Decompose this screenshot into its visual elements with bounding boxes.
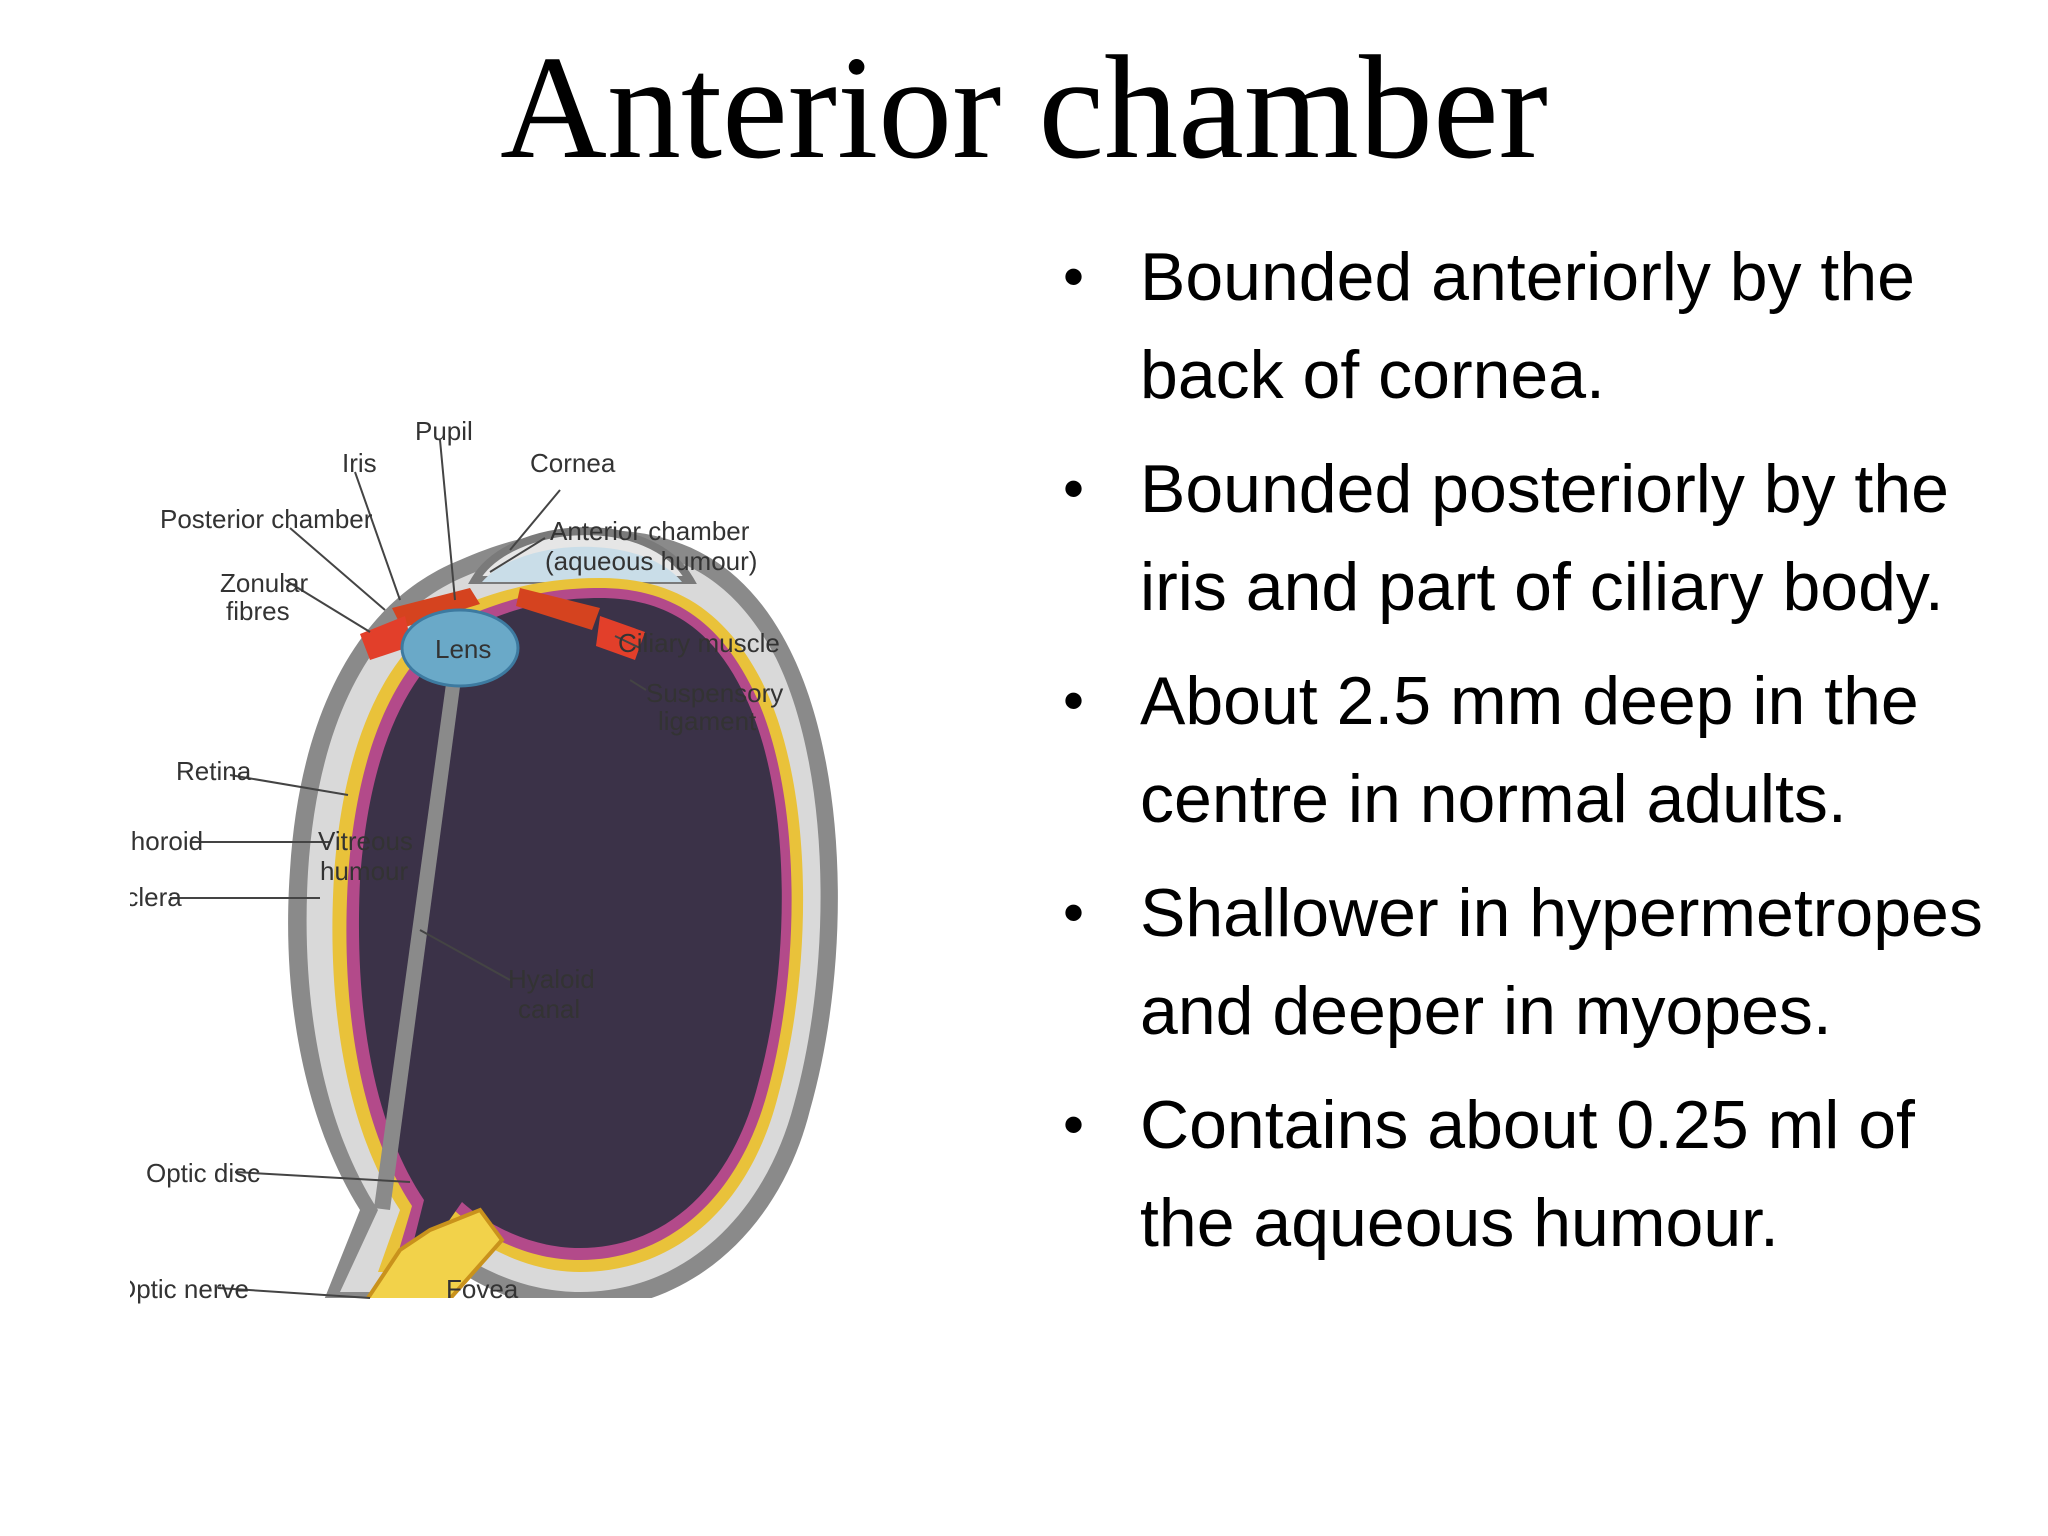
bullet-text: Contains about 0.25 ml of the aqueous hu…	[1140, 1087, 1915, 1261]
bullet-item: • Bounded anteriorly by the back of corn…	[1060, 228, 2020, 424]
bullet-dot: •	[1063, 864, 1084, 962]
bullet-item: • About 2.5 mm deep in the centre in nor…	[1060, 652, 2020, 848]
label-hyaloid: Hyaloid	[508, 964, 595, 994]
bullet-text: Bounded posteriorly by the iris and part…	[1140, 451, 1949, 625]
label-fovea: Fovea	[446, 1274, 519, 1304]
label-posterior-chamber: Posterior chamber	[160, 504, 373, 534]
label-fibres: fibres	[226, 596, 290, 626]
eye-diagram: Pupil Iris Cornea Posterior chamber Ante…	[130, 410, 990, 1310]
eye-cross-section: Pupil Iris Cornea Posterior chamber Ante…	[130, 410, 990, 1310]
label-ligament: ligament	[658, 706, 757, 736]
bullet-text: Shallower in hypermetropes and deeper in…	[1140, 875, 1983, 1049]
label-sclera: Sclera	[130, 882, 182, 912]
label-humour: humour	[320, 856, 408, 886]
label-ciliary-muscle: Ciliary muscle	[618, 628, 780, 658]
label-suspensory: Suspensory	[646, 678, 783, 708]
label-optic-disc: Optic disc	[146, 1158, 260, 1188]
slide-title: Anterior chamber	[0, 28, 2048, 188]
label-pupil: Pupil	[415, 416, 473, 446]
label-cornea: Cornea	[530, 448, 616, 478]
label-choroid: Choroid	[130, 826, 203, 856]
label-vitreous: Vitreous	[318, 826, 413, 856]
bullet-item: • Contains about 0.25 ml of the aqueous h…	[1060, 1076, 2020, 1272]
label-aqueous-humour: (aqueous humour)	[545, 546, 757, 576]
bullet-dot: •	[1063, 652, 1084, 750]
label-retina: Retina	[176, 756, 252, 786]
bullet-item: • Bounded posteriorly by the iris and par…	[1060, 440, 2020, 636]
label-canal: canal	[518, 994, 580, 1024]
bullet-item: • Shallower in hypermetropes and deeper …	[1060, 864, 2020, 1060]
label-optic-nerve: Optic nerve	[130, 1274, 249, 1304]
bullet-text: About 2.5 mm deep in the centre in norma…	[1140, 663, 1919, 837]
bullet-dot: •	[1063, 228, 1084, 326]
label-anterior-chamber: Anterior chamber	[550, 516, 750, 546]
label-zonular: Zonular	[220, 568, 308, 598]
label-iris: Iris	[342, 448, 377, 478]
bullet-list: • Bounded anteriorly by the back of corn…	[1060, 228, 2020, 1288]
label-lens: Lens	[435, 634, 491, 664]
bullet-dot: •	[1063, 1076, 1084, 1174]
bullet-text: Bounded anteriorly by the back of cornea…	[1140, 239, 1915, 413]
bullet-dot: •	[1063, 440, 1084, 538]
